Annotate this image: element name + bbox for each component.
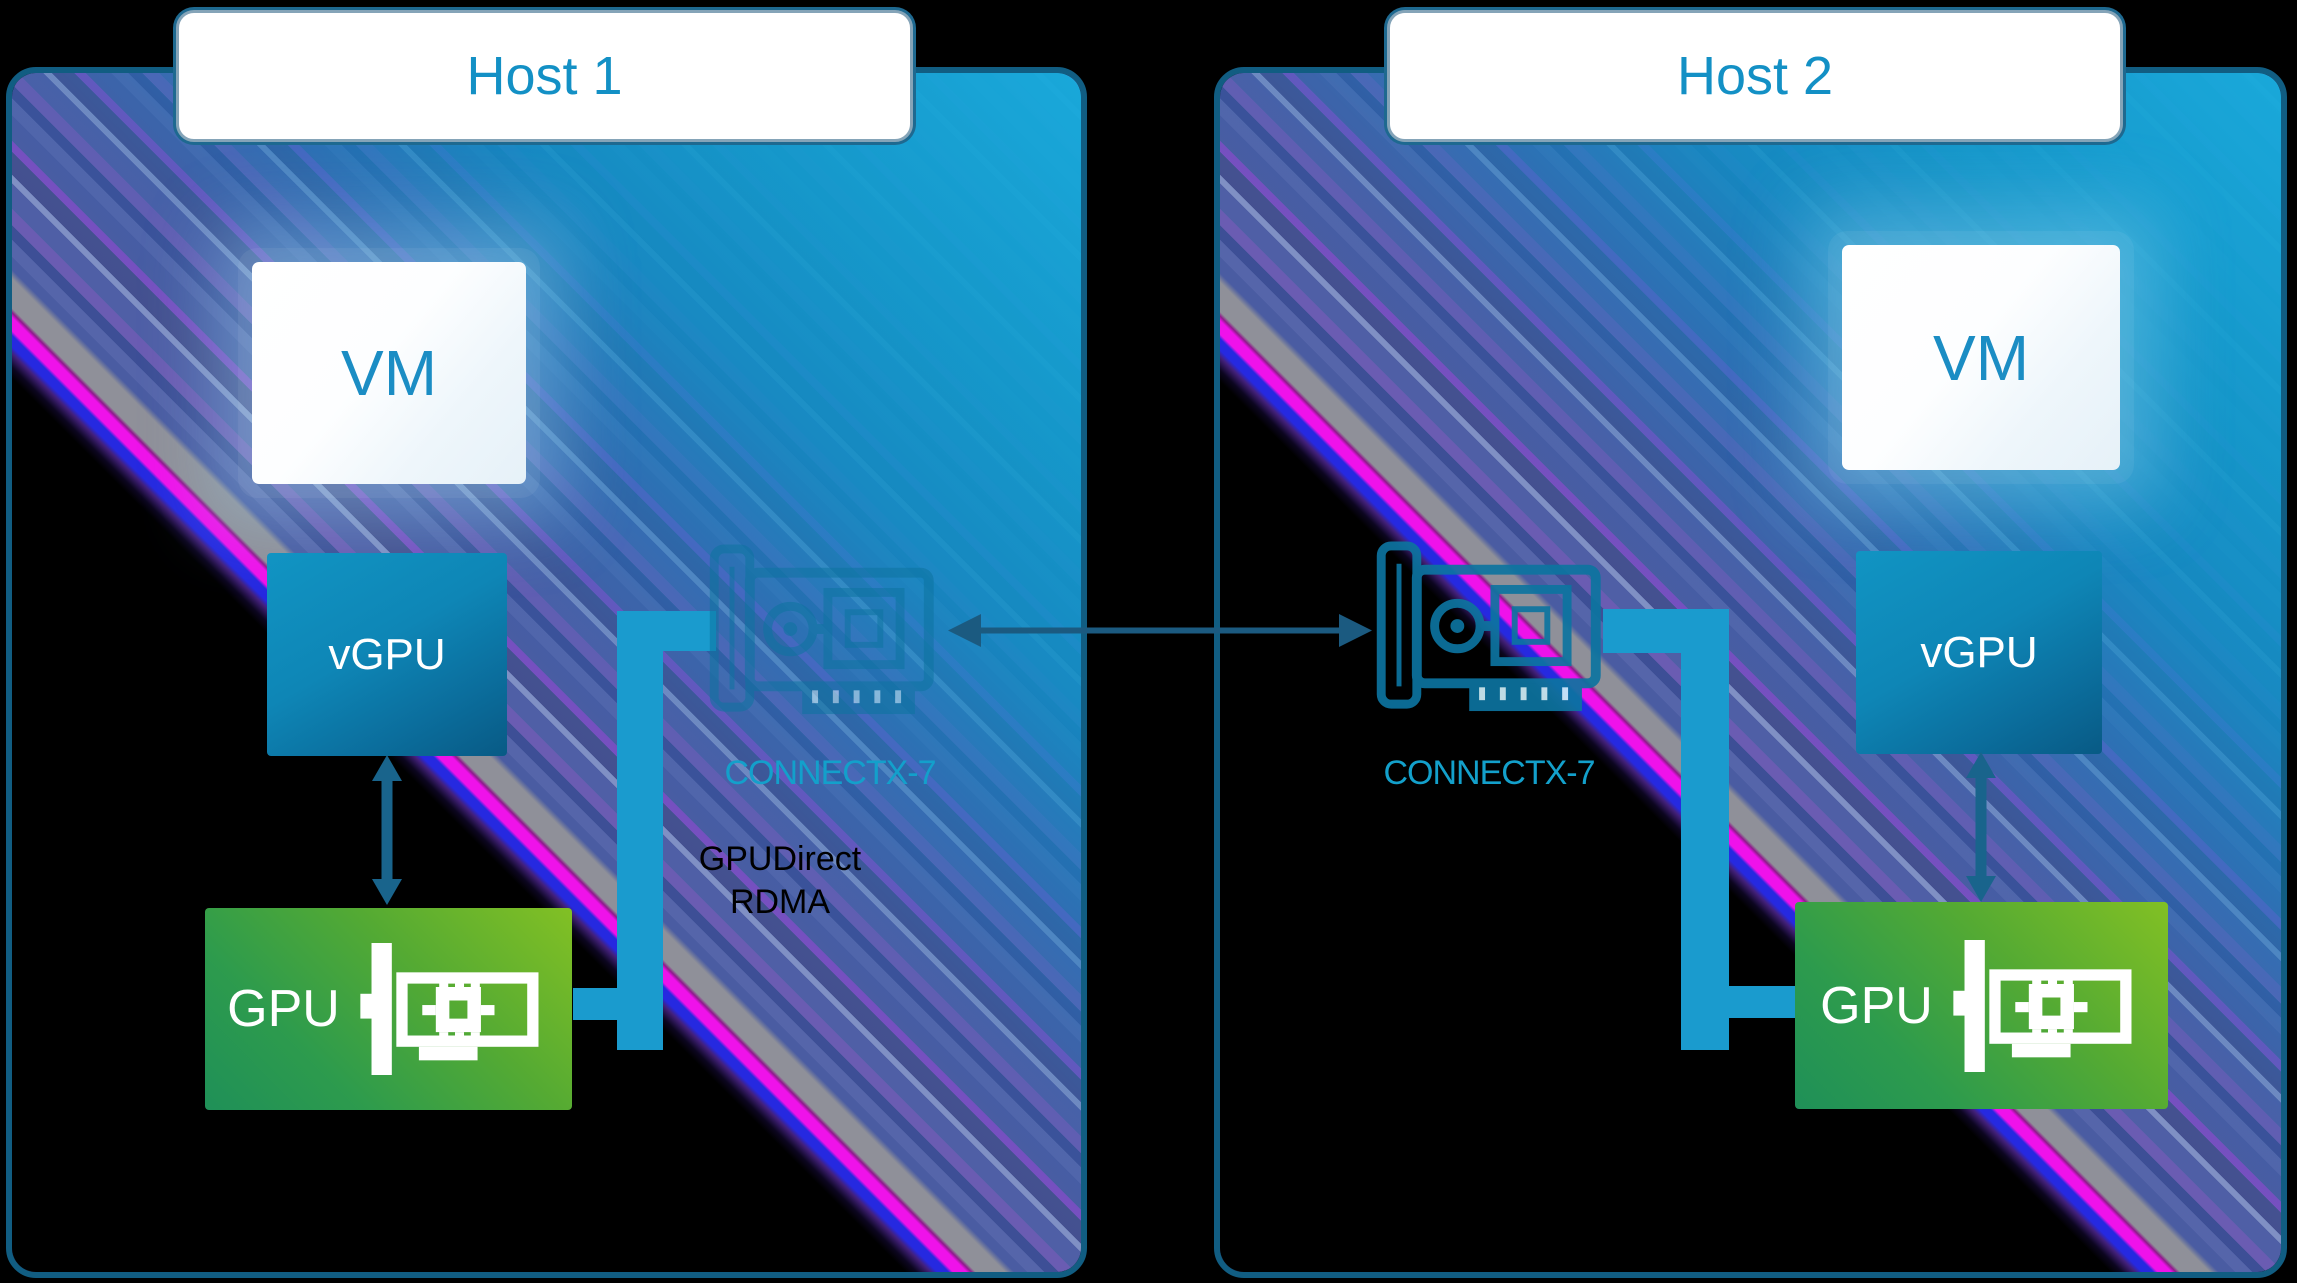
gpu-nic-link-vertical-segment	[1681, 609, 1729, 1050]
vgpu-gpu-arrow	[367, 755, 407, 905]
vm-label: VM	[1933, 321, 2029, 394]
gpu-nic-link-bottom-segment	[573, 988, 663, 1020]
connectx-label: CONNECTX-7	[1383, 754, 1595, 792]
host-2-title: Host 2	[1387, 10, 2123, 142]
host-2-panel: VM vGPU GPU CONNECTX-7	[1214, 67, 2287, 1278]
connectx-card-icon	[1373, 540, 1603, 715]
vgpu-box: vGPU	[267, 553, 507, 756]
host-1-title: Host 1	[176, 10, 913, 142]
vgpu-gpu-arrow	[1961, 752, 2001, 902]
gpu-label: GPU	[1820, 976, 1933, 1035]
host-1-title-label: Host 1	[466, 46, 623, 106]
gpu-label: GPU	[227, 980, 340, 1038]
graphics-card-icon	[1953, 940, 2143, 1072]
host-1-panel: VM vGPU GPU CONNECTX-7 GPUDirect RDMA	[6, 67, 1087, 1278]
vgpu-label: vGPU	[1920, 627, 2038, 677]
gpu-nic-link-bottom-segment	[1681, 986, 1797, 1018]
gpudirect-rdma-line2: RDMA	[729, 882, 831, 921]
gpudirect-rdma-line1: GPUDirect	[698, 840, 862, 878]
gpu-nic-link-vertical-segment	[617, 611, 663, 1050]
connectx-card-icon	[706, 543, 936, 718]
vgpu-label: vGPU	[328, 629, 446, 679]
connectx-label: CONNECTX-7	[724, 754, 936, 792]
vm-box: VM	[252, 262, 526, 484]
host-link-arrow	[948, 614, 1372, 647]
host-2-title-label: Host 2	[1676, 46, 1834, 106]
vgpu-box: vGPU	[1856, 551, 2102, 754]
vm-box: VM	[1842, 245, 2120, 470]
graphics-card-icon	[360, 943, 550, 1075]
vm-label: VM	[341, 337, 437, 409]
gpudirect-rdma-label: GPUDirect RDMA	[630, 838, 930, 923]
gpu-box: GPU	[1795, 902, 2168, 1109]
gpu-box: GPU	[205, 908, 572, 1110]
